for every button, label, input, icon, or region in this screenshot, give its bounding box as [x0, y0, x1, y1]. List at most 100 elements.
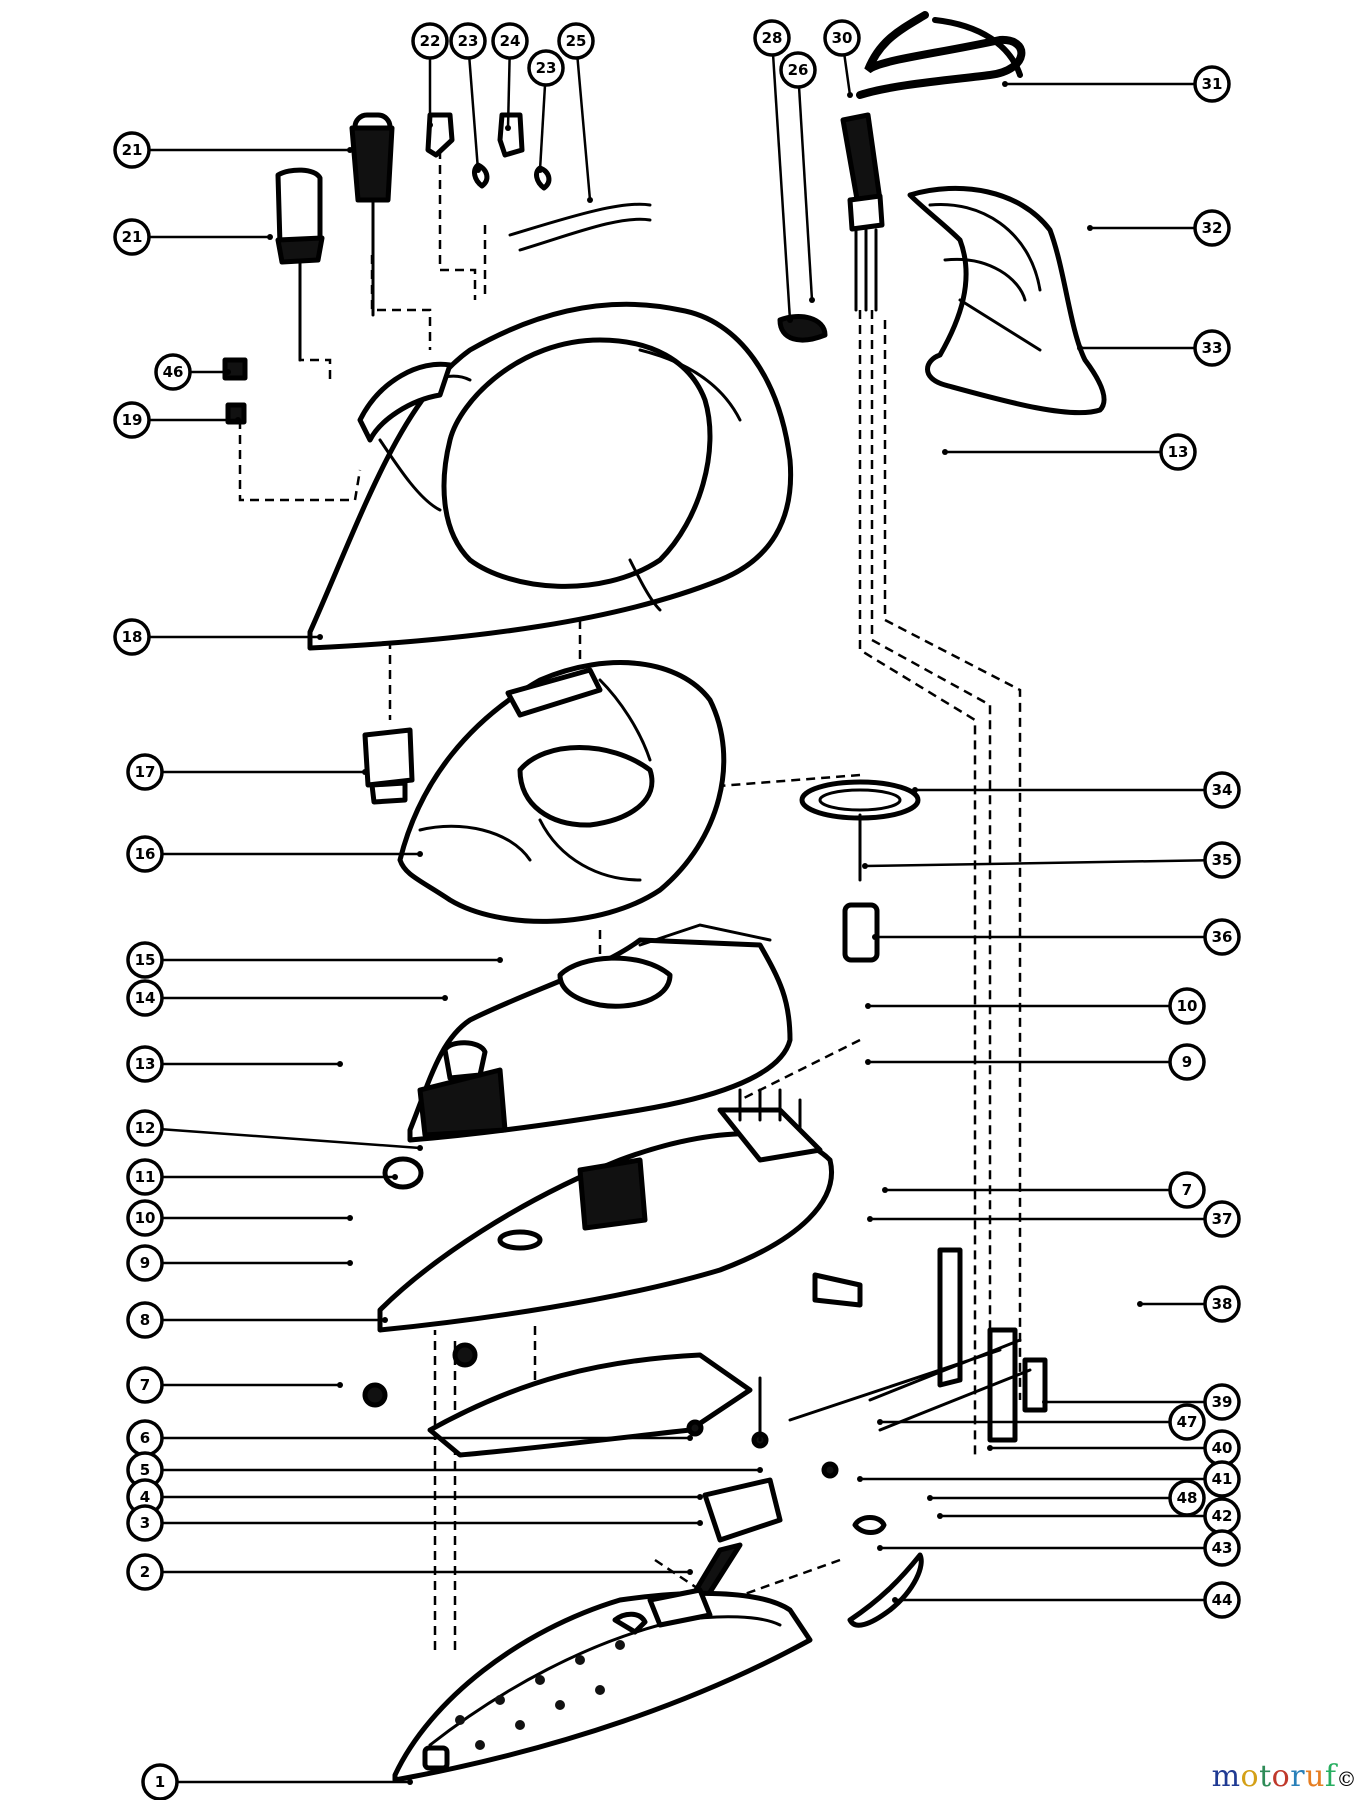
leader-end — [1002, 81, 1008, 87]
leader-end — [787, 317, 793, 323]
callout-bubble — [113, 218, 151, 256]
callout-35: 35 — [862, 841, 1241, 879]
callout-25: 25 — [557, 22, 595, 203]
callout-37: 37 — [867, 1200, 1241, 1238]
leader-end — [697, 1494, 703, 1500]
callout-number: 10 — [1177, 997, 1198, 1015]
callout-bubble — [491, 22, 529, 60]
callout-number: 33 — [1202, 339, 1223, 357]
callout-number: 34 — [1212, 781, 1233, 799]
callout-11: 11 — [126, 1158, 398, 1196]
callout-32: 32 — [1087, 209, 1231, 247]
callout-21: 21 — [113, 131, 353, 169]
callout-13: 13 — [126, 1045, 343, 1083]
callout-bubble — [1203, 1460, 1241, 1498]
callout-24: 24 — [491, 22, 529, 131]
chamber-cover — [407, 923, 793, 1143]
callout-bubble — [126, 1109, 164, 1147]
watermark-letter: t — [1259, 1759, 1272, 1794]
leader-end — [587, 197, 593, 203]
callout-number: 11 — [135, 1168, 156, 1186]
callout-number: 48 — [1177, 1489, 1198, 1507]
callout-bubble — [1168, 987, 1206, 1025]
callout-28: 28 — [753, 19, 793, 323]
leader-end — [337, 1061, 343, 1067]
callout-4: 4 — [126, 1478, 703, 1516]
callout-33: 33 — [1077, 329, 1231, 367]
callout-number: 15 — [135, 951, 156, 969]
callout-bubble — [1168, 1043, 1206, 1081]
callout-bubble — [141, 1763, 179, 1800]
leader-end — [1077, 345, 1083, 351]
callout-bubble — [1193, 209, 1231, 247]
callout-3: 3 — [126, 1504, 703, 1542]
callout-number: 24 — [500, 32, 521, 50]
callout-10: 10 — [865, 987, 1206, 1025]
leader-end — [267, 234, 273, 240]
callout-16: 16 — [126, 835, 423, 873]
callout-9: 9 — [865, 1043, 1206, 1081]
callout-43: 43 — [877, 1529, 1241, 1567]
leader-end — [697, 1520, 703, 1526]
callout-number: 23 — [458, 32, 479, 50]
watermark-letter: o — [1271, 1759, 1291, 1794]
callout-number: 31 — [1202, 75, 1223, 93]
leader-end — [382, 1317, 388, 1323]
leader-end — [757, 1467, 763, 1473]
leader-end — [442, 995, 448, 1001]
leader-end — [475, 167, 481, 173]
water-tank — [397, 660, 727, 924]
leader-end — [497, 957, 503, 963]
leader-end — [225, 369, 231, 375]
leader-end — [987, 1445, 993, 1451]
callout-39: 39 — [1042, 1383, 1241, 1421]
callout-44: 44 — [892, 1581, 1241, 1619]
callout-bubble — [557, 22, 595, 60]
callout-18: 18 — [113, 618, 323, 656]
callout-bubble — [126, 835, 164, 873]
callout-number: 16 — [135, 845, 156, 863]
leader-line — [466, 40, 480, 171]
callout-bubble — [126, 1199, 164, 1237]
leader-end — [857, 1476, 863, 1482]
callout-number: 23 — [536, 59, 557, 77]
callout-12: 12 — [126, 1109, 423, 1151]
callout-number: 13 — [1168, 443, 1189, 461]
callout-number: 17 — [135, 763, 156, 781]
callout-bubble — [1203, 1581, 1241, 1619]
top-knobs — [222, 112, 828, 425]
callout-number: 18 — [122, 628, 143, 646]
callout-23: 23 — [449, 22, 487, 173]
leader-end — [865, 1059, 871, 1065]
leader-end — [862, 863, 868, 869]
callout-number: 47 — [1177, 1413, 1198, 1431]
callout-bubble — [1203, 771, 1241, 809]
insulation-plate — [362, 1342, 753, 1458]
leader-end — [847, 92, 853, 98]
callout-number: 10 — [135, 1209, 156, 1227]
leader-end — [872, 934, 878, 940]
leader-end — [505, 125, 511, 131]
callout-36: 36 — [872, 918, 1241, 956]
watermark-letter: u — [1305, 1759, 1325, 1794]
callout-21: 21 — [113, 218, 273, 256]
callout-number: 4 — [140, 1488, 150, 1506]
callout-26: 26 — [779, 51, 817, 303]
callout-38: 38 — [1137, 1285, 1241, 1323]
leader-end — [347, 147, 353, 153]
callout-number: 21 — [122, 141, 143, 159]
callout-number: 42 — [1212, 1507, 1233, 1525]
leader-end — [347, 1260, 353, 1266]
leader-end — [1137, 1301, 1143, 1307]
callout-bubble — [449, 22, 487, 60]
callout-bubble — [753, 19, 791, 57]
callout-number: 6 — [140, 1429, 150, 1447]
watermark-mark: © — [1336, 1767, 1357, 1791]
callout-number: 13 — [135, 1055, 156, 1073]
spring-clip — [847, 1552, 924, 1628]
callout-bubble — [411, 22, 449, 60]
callout-47: 47 — [877, 1403, 1206, 1441]
leader-line — [770, 37, 792, 321]
